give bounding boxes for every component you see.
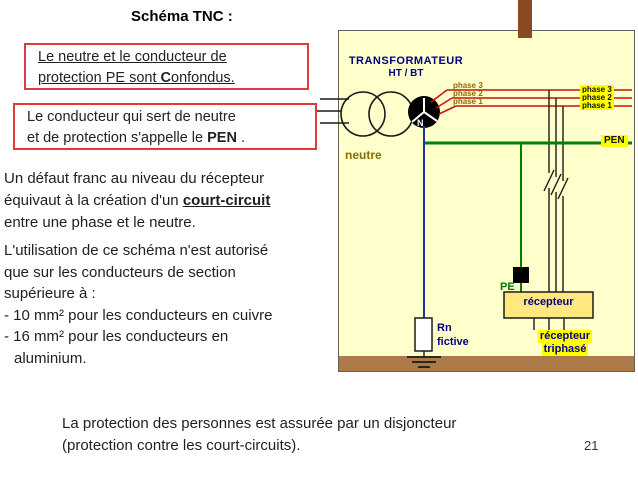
- para-line: entre une phase et le neutre.: [4, 212, 338, 234]
- phase3-label-left: phase 3: [453, 81, 483, 90]
- footer-line1: La protection des personnes est assurée …: [62, 415, 457, 432]
- decor-brown-bar: [518, 0, 532, 38]
- text-run: onfondus.: [171, 70, 235, 86]
- diagram-floor: [339, 356, 634, 371]
- page-number: 21: [584, 438, 599, 453]
- text-run: protection PE sont: [38, 70, 161, 86]
- neutre-label: neutre: [345, 148, 382, 162]
- transformer-subtitle: HT / BT: [388, 68, 424, 79]
- callout-confondus: Le neutre et le conducteur de protection…: [24, 43, 309, 90]
- callout-confondus-line2: protection PE sont Confondus.: [38, 68, 303, 89]
- phase2-label-left: phase 2: [453, 89, 483, 98]
- para-line: aluminium.: [14, 349, 87, 367]
- page-title: Schéma TNC :: [131, 8, 233, 25]
- para-line: Un défaut franc au niveau du récepteur: [4, 168, 338, 190]
- paragraph-utilisation: L'utilisation de ce schéma n'est autoris…: [4, 240, 338, 369]
- phase1-label-left: phase 1: [453, 97, 483, 106]
- paragraph-defaut: Un défaut franc au niveau du récepteur é…: [4, 168, 338, 234]
- footer-note: La protection des personnes est assurée …: [62, 413, 456, 457]
- para-line: - 10 mm² pour les conducteurs en cuivre: [4, 306, 273, 324]
- para-line: équivaut à la création d'un court-circui…: [4, 190, 338, 212]
- receptor-triphase-label: récepteur triphasé: [527, 330, 603, 356]
- rn-line1: Rn: [437, 322, 452, 334]
- text-run: Le conducteur qui sert de neutre: [27, 109, 236, 125]
- text-run: Le neutre et le conducteur de: [38, 49, 227, 65]
- para-line: - 16 mm² pour les conducteurs en: [4, 328, 229, 345]
- phase1-label-right: phase 1: [580, 101, 614, 110]
- para-line: supérieure à :: [4, 285, 96, 302]
- para-line: L'utilisation de ce schéma n'est autoris…: [4, 242, 269, 259]
- diagram-panel: [338, 30, 635, 372]
- callout-confondus-line1: Le neutre et le conducteur de: [38, 47, 303, 68]
- transformer-title: TRANSFORMATEUR: [348, 55, 464, 67]
- text-run: .: [236, 130, 246, 146]
- text-run: et de protection s'appelle le: [27, 130, 208, 146]
- text-run: équivaut à la création d'un: [4, 192, 183, 209]
- footer-line2: (protection contre les court-circuits).: [62, 437, 301, 454]
- callout-pen-line1: Le conducteur qui sert de neutre: [27, 107, 311, 128]
- text-run: entre une phase et le neutre.: [4, 214, 196, 231]
- phase3-label-right: phase 3: [580, 85, 614, 94]
- receptor-triphase-line1: récepteur: [537, 330, 593, 343]
- callout-pen-line2: et de protection s'appelle le PEN .: [27, 128, 311, 149]
- text-run-bold-underline: court-circuit: [182, 192, 271, 209]
- pe-label: PE: [500, 281, 515, 293]
- text-run-bold: C: [160, 70, 171, 86]
- callout-pen: Le conducteur qui sert de neutre et de p…: [13, 103, 317, 150]
- receptor-box-label: récepteur: [523, 296, 574, 308]
- text-run-bold: PEN: [207, 130, 237, 146]
- rn-fictive-label: Rn fictive: [437, 321, 469, 349]
- pen-label: PEN: [601, 135, 628, 147]
- receptor-triphase-line2: triphasé: [541, 343, 589, 356]
- rn-line2: fictive: [437, 336, 469, 348]
- para-line: que sur les conducteurs de section: [4, 263, 236, 281]
- text-run: Un défaut franc au niveau du récepteur: [4, 170, 265, 187]
- phase2-label-right: phase 2: [580, 93, 614, 102]
